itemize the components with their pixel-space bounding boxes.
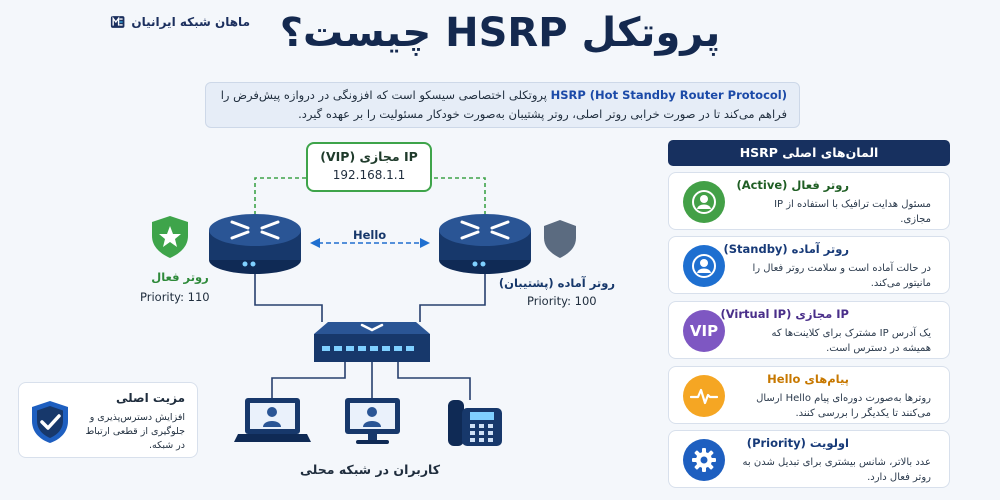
element-desc: در حالت آماده است و سلامت روتر فعال را م…	[752, 263, 932, 289]
lan-users-label: کاربران در شبکه محلی	[300, 462, 440, 477]
brand-name: ماهان شبکه ایرانیان	[131, 15, 250, 29]
benefit-box: مزیت اصلی افزایش دسترس‌پذیری و جلوگیری ا…	[18, 382, 198, 458]
active-router-priority: Priority: 110	[140, 290, 210, 304]
benefit-text: افزایش دسترس‌پذیری و جلوگیری از قطعی ارت…	[85, 412, 185, 451]
brand-logo-icon	[110, 16, 125, 28]
intro-text: پروتکلی اختصاصی سیسکو است که افزونگی در …	[220, 88, 787, 121]
network-diagram	[152, 177, 576, 446]
element-title: IP مجازی (Virtual IP)	[720, 307, 849, 321]
benefit-title: مزیت اصلی	[115, 391, 185, 405]
standby-router-priority: Priority: 100	[527, 294, 597, 308]
element-title: اولویت (Priority)	[746, 436, 849, 450]
switch-icon	[314, 322, 430, 362]
standby-shield-icon	[544, 220, 576, 258]
standby-router-icon	[439, 214, 531, 274]
element-desc: یک آدرس IP مشترک برای کلاینت‌ها که همیشه…	[771, 328, 931, 354]
element-card-hello: پیام‌های Hello روترها به‌صورت دوره‌ای پی…	[668, 366, 950, 424]
vip-box: IP مجازی (VIP) 192.168.1.1	[306, 142, 432, 192]
element-title: پیام‌های Hello	[767, 372, 849, 386]
elements-panel-heading: المان‌های اصلی HSRP	[668, 140, 950, 166]
element-card-active: روتر فعال (Active) مسئول هدایت ترافیک با…	[668, 172, 950, 230]
shield-check-icon	[32, 401, 68, 443]
element-card-priority: اولویت (Priority) عدد بالاتر، شانس بیشتر…	[668, 430, 950, 488]
element-card-vip: VIP IP مجازی (Virtual IP) یک آدرس IP مشت…	[668, 301, 950, 359]
element-desc: عدد بالاتر، شانس بیشتری برای تبدیل شدن ب…	[742, 457, 931, 483]
element-desc: مسئول هدایت ترافیک با استفاده از IP مجاز…	[774, 199, 931, 225]
brand-logo: ماهان شبکه ایرانیان	[110, 2, 250, 42]
user-icon	[683, 181, 725, 223]
element-title: روتر آماده (Standby)	[723, 242, 849, 256]
intro-highlight: HSRP (Hot Standby Router Protocol)	[550, 88, 787, 102]
laptop-icon	[234, 398, 311, 442]
intro-box: HSRP (Hot Standby Router Protocol) پروتک…	[205, 82, 800, 128]
active-router-name: روتر فعال	[151, 270, 209, 284]
hello-label: Hello	[353, 228, 387, 242]
vip-address: 192.168.1.1	[332, 168, 406, 182]
gear-icon	[683, 439, 725, 481]
vip-icon: VIP	[683, 310, 725, 352]
active-shield-icon	[152, 216, 188, 258]
vip-label: IP مجازی (VIP)	[320, 149, 418, 164]
standby-router-name: روتر آماده (پشتیبان)	[498, 276, 615, 290]
element-desc: روترها به‌صورت دوره‌ای پیام Hello ارسال …	[756, 393, 931, 419]
page-title: پروتکل HSRP چیست؟	[279, 10, 721, 56]
user-icon	[683, 245, 725, 287]
desktop-icon	[345, 398, 400, 444]
element-title: روتر فعال (Active)	[736, 178, 849, 192]
active-router-icon	[209, 214, 301, 274]
element-card-standby: روتر آماده (Standby) در حالت آماده است و…	[668, 236, 950, 294]
vip-icon-text: VIP	[689, 322, 719, 340]
ip-phone-icon	[448, 400, 502, 446]
pulse-icon	[683, 375, 725, 417]
